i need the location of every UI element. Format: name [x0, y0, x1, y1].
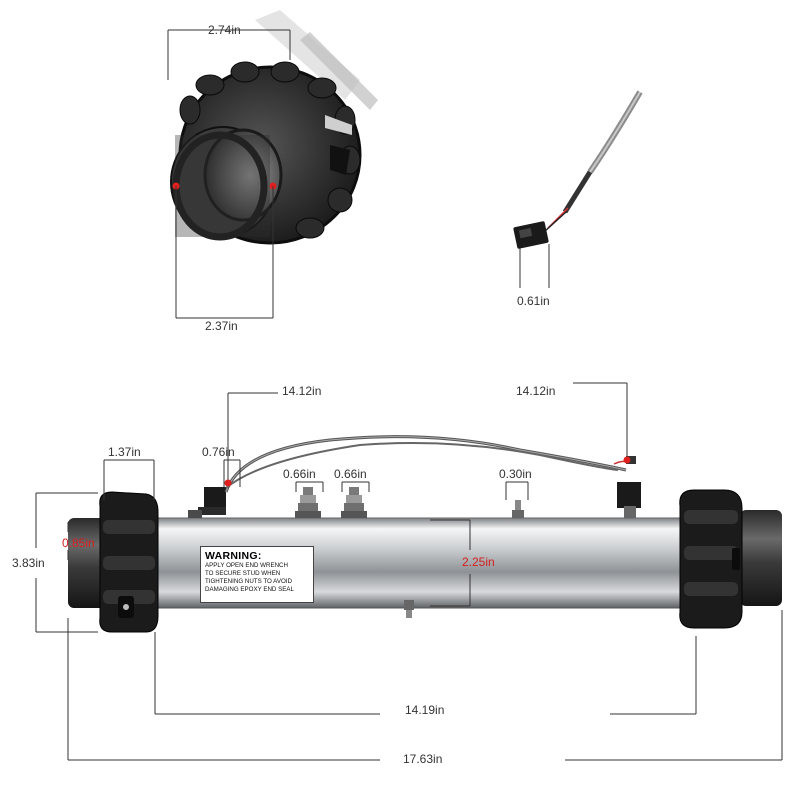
- warning-line: DAMAGING EPOXY END SEAL: [205, 586, 294, 593]
- terminal-stud-2: [341, 487, 367, 518]
- warning-line: TO SECURE STUD WHEN: [205, 570, 281, 577]
- dim-label-ground-stud: 0.30in: [499, 467, 532, 481]
- dim-label-connector: 0.61in: [517, 294, 550, 308]
- marker-dots: [224, 456, 631, 487]
- dim-label-union-inner: 2.37in: [205, 319, 238, 333]
- dim-lines-union: [167, 29, 291, 319]
- union-fitting-image: [170, 10, 378, 245]
- warning-line: APPLY OPEN END WRENCH: [205, 562, 288, 569]
- dim-label-overall-length: 17.63in: [403, 752, 443, 766]
- ground-stud: [512, 500, 524, 518]
- warning-title: WARNING:: [205, 550, 262, 562]
- sensor-connector-image: [513, 90, 643, 249]
- dim-label-union-outer: 2.74in: [208, 23, 241, 37]
- terminal-stud-1: [295, 487, 321, 518]
- dim-label-terminal-1: 0.66in: [283, 467, 316, 481]
- dim-label-end-cap: 1.37in: [108, 445, 141, 459]
- heater-body-image: [68, 435, 782, 633]
- dim-label-union-height: 3.83in: [12, 556, 45, 570]
- sensor-block-left: [188, 487, 226, 518]
- dim-lines-connector: [519, 244, 550, 288]
- sensor-block-right: [617, 482, 641, 518]
- dim-label-lead-right: 14.12in: [516, 384, 556, 398]
- dim-label-sensor-port: 0.76in: [202, 445, 235, 459]
- dim-label-tube-diameter: 2.25in: [462, 555, 495, 569]
- dim-lines-heater: [35, 382, 783, 761]
- dim-label-inner-offset: 0.85in: [62, 536, 95, 550]
- dim-label-terminal-2: 0.66in: [334, 467, 367, 481]
- warning-line: TIGHTENING NUTS TO AVOID: [205, 578, 292, 585]
- dim-label-lead-left: 14.12in: [282, 384, 322, 398]
- bottom-stud: [404, 600, 414, 618]
- dim-label-tube-length: 14.19in: [405, 703, 445, 717]
- warning-label: WARNING: APPLY OPEN END WRENCH TO SECURE…: [200, 546, 314, 603]
